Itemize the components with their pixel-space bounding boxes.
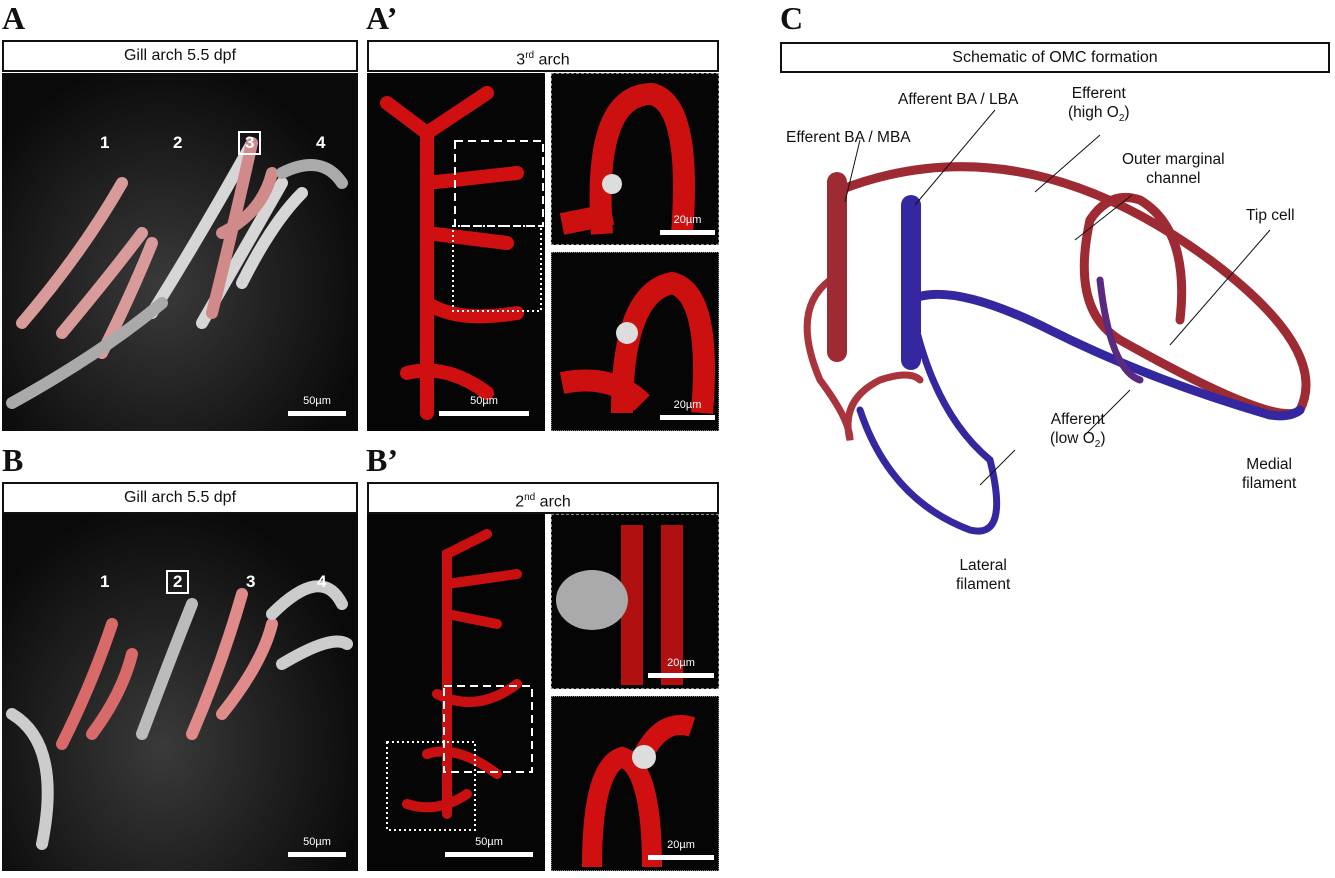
panel-label-a: A: [2, 0, 26, 36]
scale-label: 20µm: [667, 657, 695, 669]
panel-a-prime-title: 3rd arch: [367, 40, 719, 72]
label-afferent-ba: Afferent BA / LBA: [898, 91, 1019, 108]
panel-a-image: 1 2 3 4 50µm: [2, 73, 358, 431]
panel-label-b: B: [2, 442, 24, 478]
label-tip-cell: Tip cell: [1246, 207, 1295, 224]
label-efferent-high-o2: Efferent(high O2): [1068, 85, 1130, 125]
arch-number: 3: [246, 572, 256, 591]
scale-bar: [288, 852, 346, 857]
scale-label: 50µm: [470, 395, 498, 407]
scale-label: 20µm: [673, 399, 702, 411]
scale-bar: [439, 411, 529, 416]
scale-bar: [445, 852, 533, 857]
afferent-loop: [856, 296, 1001, 535]
scale-label: 20µm: [667, 839, 695, 851]
scale-bar: [660, 415, 715, 420]
scale-label: 20µm: [673, 214, 702, 226]
panel-c-title: Schematic of OMC formation: [780, 42, 1330, 73]
efferent-ba-tube: [827, 172, 847, 362]
arch-number: 2: [173, 133, 183, 152]
panel-a-title: Gill arch 5.5 dpf: [2, 40, 358, 72]
arch-number-highlighted: 3: [238, 131, 262, 155]
panel-b-image: 1 2 3 4 50µm: [2, 514, 358, 871]
arch-number-highlighted: 2: [166, 570, 190, 594]
scale-label: 50µm: [303, 836, 331, 848]
arch-number: 1: [100, 572, 110, 591]
arch-number: 4: [316, 133, 326, 152]
panel-label-b-prime: B’: [366, 442, 398, 478]
scale-bar: [648, 855, 714, 860]
efferent-loop: [803, 276, 924, 441]
afferent-ba-tube: [901, 195, 921, 370]
panel-label-c: C: [780, 0, 804, 36]
vessel-render: [6, 137, 348, 409]
arch-number: 1: [100, 133, 110, 152]
panel-a-prime-main-image: 50µm: [367, 73, 545, 431]
panel-b-prime-inset-2: 20µm: [551, 696, 719, 871]
scale-label: 50µm: [475, 836, 503, 848]
panel-a-prime-inset-2: 20µm: [551, 252, 719, 431]
scale-label: 50µm: [303, 395, 331, 407]
panel-b-prime-main-image: 50µm: [367, 514, 545, 871]
scale-bar: [288, 411, 346, 416]
scale-bar: [648, 673, 714, 678]
panel-b-prime-inset-1: 20µm: [551, 514, 719, 689]
panel-a-prime-inset-1: 20µm: [551, 73, 719, 245]
omc-schematic: [803, 109, 1311, 535]
label-afferent-low-o2: Afferent(low O2): [1050, 411, 1106, 451]
panel-label-a-prime: A’: [366, 0, 398, 36]
label-efferent-ba: Efferent BA / MBA: [786, 129, 911, 146]
panel-b-prime-title: 2nd arch: [367, 482, 719, 514]
scale-bar: [660, 230, 715, 235]
panel-b-title: Gill arch 5.5 dpf: [2, 482, 358, 514]
arch-number: 4: [317, 572, 327, 591]
